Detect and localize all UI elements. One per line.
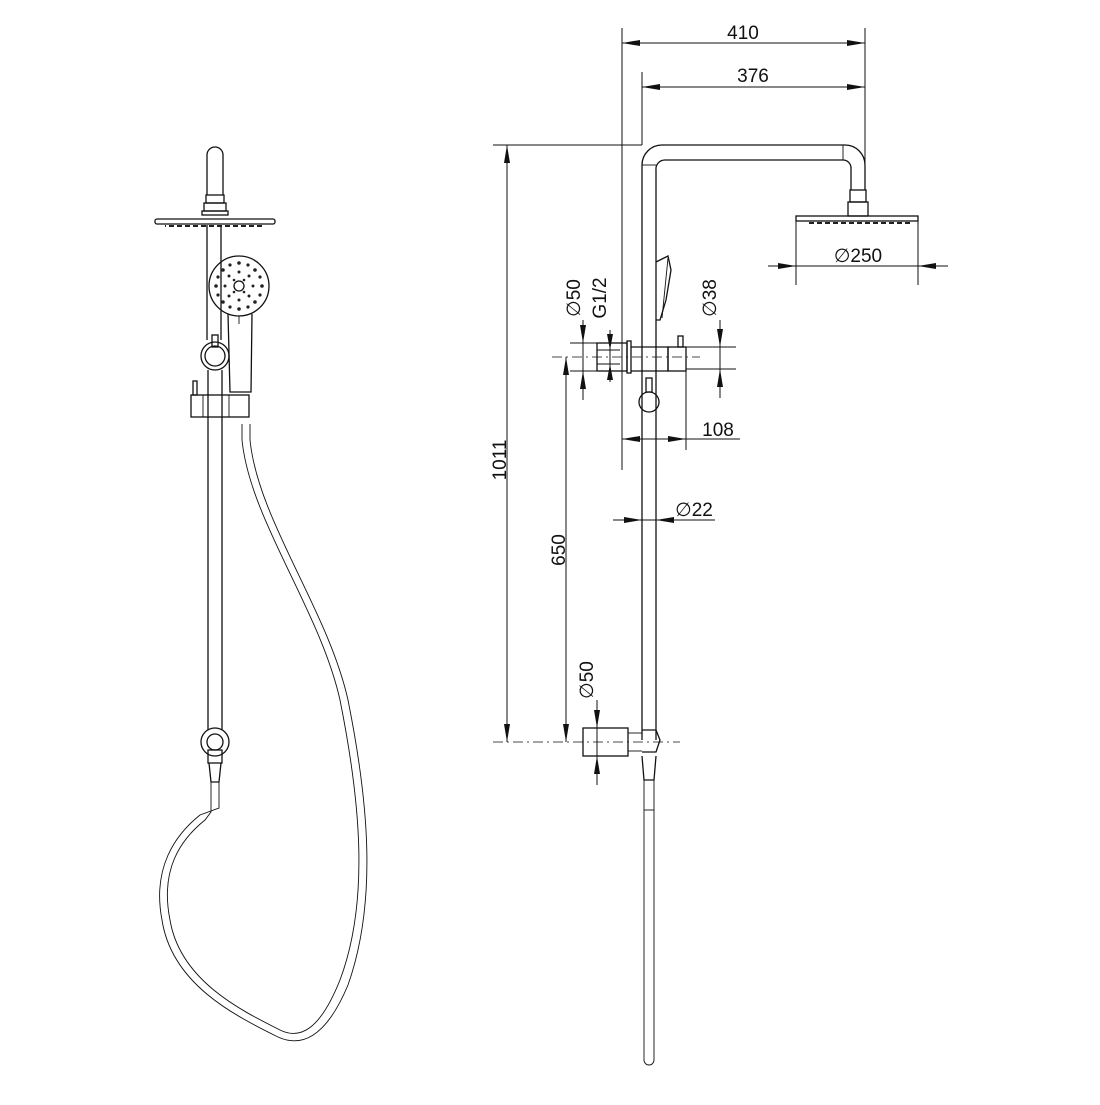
overhead-shower-head	[154, 218, 276, 228]
sliding-rail	[207, 370, 223, 730]
dim-label-410: 410	[727, 23, 759, 44]
side-riser-and-arm	[641, 144, 869, 740]
dim-label-bottom-50: ∅50	[577, 661, 598, 699]
arm-end-cap	[201, 146, 229, 216]
dim-inlet-thread: G1/2	[590, 277, 620, 382]
dim-label-38: ∅38	[700, 279, 721, 317]
hand-shower-holder-front	[190, 380, 250, 418]
dim-bottom-bracket-diameter: ∅50	[577, 661, 600, 785]
bottom-bracket-front	[200, 727, 230, 783]
side-overhead-shower-head	[795, 215, 919, 225]
dim-label-1011: 1011	[490, 440, 511, 481]
dim-label-22: ∅22	[675, 500, 713, 521]
dim-head-diameter: ∅250	[768, 221, 948, 285]
riser-pipe	[206, 225, 222, 340]
dim-label-g12: G1/2	[590, 277, 611, 318]
dim-label-376: 376	[737, 66, 769, 87]
dim-label-250: ∅250	[834, 246, 882, 267]
dim-bracket-spacing: 650	[549, 357, 570, 742]
dim-handshower-diameter: ∅38	[686, 279, 736, 398]
side-bottom-bracket	[493, 727, 680, 1066]
side-view: 410 376 1011 650	[490, 23, 948, 1066]
dim-rail-diameter: ∅22	[613, 500, 715, 523]
dim-top-bracket-diameter: ∅50	[564, 279, 597, 400]
dim-overall-height: 1011	[490, 144, 642, 742]
side-hand-shower	[655, 255, 672, 321]
hand-shower-front	[208, 255, 270, 393]
slider-knob-front	[200, 334, 230, 371]
dim-label-108: 108	[702, 420, 734, 441]
dim-label-top-50: ∅50	[564, 279, 585, 317]
dim-overall-width: 410	[621, 23, 866, 470]
front-view	[154, 146, 368, 1042]
dim-arm-reach: 376	[641, 66, 865, 145]
shower-hose	[159, 424, 368, 1042]
side-upper-bracket	[552, 335, 700, 413]
dim-holder-projection: 108	[622, 371, 740, 450]
dim-label-650: 650	[549, 534, 570, 566]
